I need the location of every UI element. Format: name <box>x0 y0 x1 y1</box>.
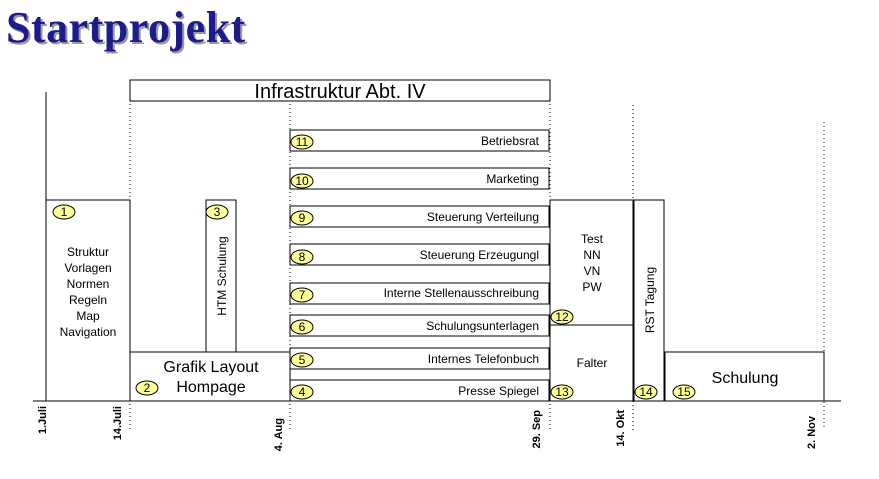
task-14-label: RST Tagung <box>643 267 657 333</box>
infrastruktur-label: Infrastruktur Abt. IV <box>254 81 426 103</box>
svg-text:12: 12 <box>555 310 569 324</box>
marker-14: 14 <box>634 384 658 400</box>
task-5-internes-telefonbuch: Internes Telefonbuch <box>289 347 550 370</box>
marker-4: 4 <box>290 384 314 400</box>
svg-text:5: 5 <box>299 353 306 367</box>
task-9-label: Steuerung Verteilung <box>427 210 539 224</box>
task-6-label: Schulungsunterlagen <box>426 319 539 333</box>
marker-6: 6 <box>290 319 314 335</box>
date-label-2-nov: 2. Nov <box>806 415 818 449</box>
date-label-14-okt: 14. Okt <box>615 410 627 447</box>
task-8-steuerung-erzeugung: Steuerung Erzeugungl <box>289 243 550 266</box>
marker-10: 10 <box>290 173 314 189</box>
date-label-29-sep: 29. Sep <box>531 410 543 449</box>
marker-1: 1 <box>52 204 76 220</box>
svg-text:14: 14 <box>639 385 653 399</box>
svg-text:1: 1 <box>61 205 68 219</box>
svg-text:6: 6 <box>299 320 306 334</box>
marker-3: 3 <box>205 204 229 220</box>
svg-text:8: 8 <box>299 250 306 264</box>
task-15-schulung: Schulung <box>664 351 825 402</box>
svg-text:3: 3 <box>214 205 221 219</box>
task-4-presse-spiegel: Presse Spiegel <box>289 379 550 402</box>
date-label-4-aug: 4. Aug <box>273 418 285 451</box>
marker-2: 2 <box>135 380 159 396</box>
task-9-steuerung-verteilung: Steuerung Verteilung <box>289 205 550 228</box>
task-3-htm-schulung: HTM Schulung <box>205 199 237 353</box>
infrastruktur-bar: Infrastruktur Abt. IV <box>129 79 551 103</box>
marker-15: 15 <box>672 384 696 400</box>
svg-text:13: 13 <box>555 385 569 399</box>
marker-11: 11 <box>290 134 314 150</box>
date-label-14-juli: 14.Juli <box>112 406 124 440</box>
marker-13: 13 <box>550 384 574 400</box>
task-4-label: Presse Spiegel <box>458 384 539 398</box>
task-10-label: Marketing <box>486 172 539 186</box>
task-8-label: Steuerung Erzeugungl <box>420 248 539 262</box>
task-10-marketing: Marketing <box>289 167 550 190</box>
task-3-label: HTM Schulung <box>215 236 229 315</box>
page-title: Startprojekt <box>6 3 246 52</box>
svg-text:11: 11 <box>296 135 309 149</box>
task-7-label: Interne Stellenausschreibung <box>384 286 539 300</box>
marker-9: 9 <box>290 210 314 226</box>
task-11-label: Betriebsrat <box>481 134 540 148</box>
svg-text:10: 10 <box>295 174 309 188</box>
marker-12: 12 <box>550 309 574 325</box>
task-7-interne-stellenausschreibung: Interne Stellenausschreibung <box>289 282 550 305</box>
task-15-label: Schulung <box>712 370 779 387</box>
svg-text:9: 9 <box>299 211 306 225</box>
task-13-label: Falter <box>577 356 608 370</box>
date-label-1-juli: 1.Juli <box>37 406 49 434</box>
svg-text:7: 7 <box>299 288 306 302</box>
task-11-betriebsrat: Betriebsrat <box>289 129 550 152</box>
marker-8: 8 <box>290 249 314 265</box>
svg-text:4: 4 <box>299 385 306 399</box>
task-14-rst-tagung: RST Tagung <box>633 199 665 402</box>
svg-text:15: 15 <box>677 385 691 399</box>
task-5-label: Internes Telefonbuch <box>428 352 539 366</box>
marker-7: 7 <box>290 287 314 303</box>
svg-text:2: 2 <box>144 381 151 395</box>
task-6-schulungsunterlagen: Schulungsunterlagen <box>289 314 550 337</box>
marker-5: 5 <box>290 352 314 368</box>
